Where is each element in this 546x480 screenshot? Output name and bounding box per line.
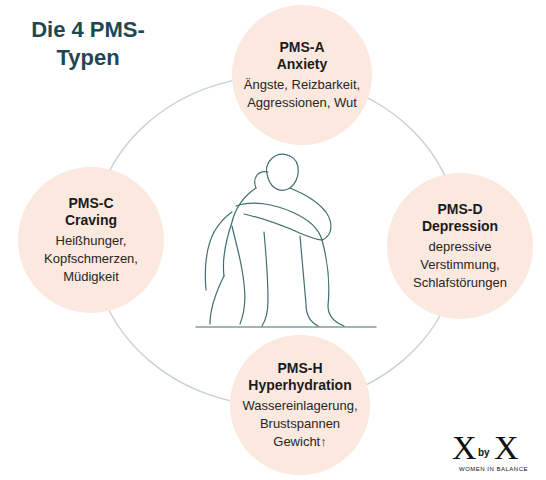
circle-heading: PMS-H Hyperhydration <box>245 360 355 394</box>
circle-body: depressive Verstimmung, Schlafstörungen <box>405 238 515 292</box>
sitting-woman-illustration <box>196 154 376 327</box>
logo-text: X <box>494 428 519 467</box>
circle-fill <box>387 173 533 319</box>
type-circle: PMS-H HyperhydrationWassereinlagerung, B… <box>230 335 370 475</box>
circle-body: Ängste, Reizbarkeit, Aggressionen, Wut <box>238 76 366 112</box>
diagram-title: Die 4 PMS-Typen <box>22 16 154 72</box>
type-circle: PMS-D Depressiondepressive Verstimmung, … <box>387 173 533 319</box>
type-circle: PMS-C CravingHeißhunger, Kopfschmerzen, … <box>18 167 164 313</box>
circle-shape <box>232 5 372 145</box>
circle-body: Wassereinlagerung, Brustspannen Gewicht↑ <box>238 397 362 451</box>
logo-text: by <box>478 447 490 459</box>
logo-text: X <box>452 428 477 467</box>
circle-fill <box>230 335 370 475</box>
logo-text: WOMEN IN BALANCE <box>459 466 528 473</box>
circle-fill <box>232 5 372 145</box>
type-circle: PMS-A AnxietyÄngste, Reizbarkeit, Aggres… <box>232 5 372 145</box>
circle-heading: PMS-D Depression <box>410 201 510 235</box>
circle-body: Heißhunger, Kopfschmerzen, Müdigkeit <box>36 232 146 286</box>
circle-fill <box>18 167 164 313</box>
circle-heading: PMS-A Anxiety <box>262 39 342 73</box>
circle-heading: PMS-C Craving <box>51 195 131 229</box>
